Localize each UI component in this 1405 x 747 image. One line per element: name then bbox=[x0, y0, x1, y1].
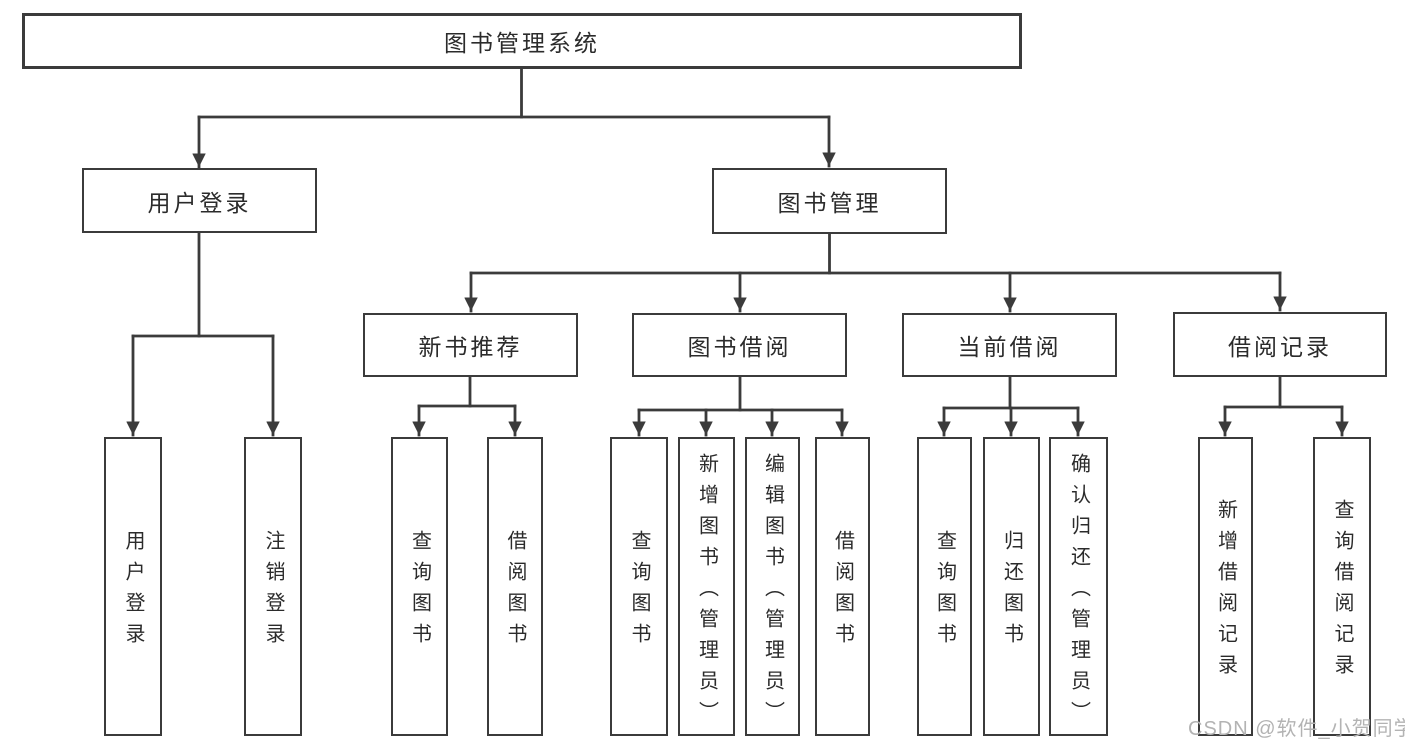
watermark-text: CSDN @软件_小贺同学 bbox=[1188, 718, 1405, 740]
node-new-book-recommend: 新书推荐 bbox=[363, 313, 578, 377]
leaf-borrow-books-recommend: 借阅图书 bbox=[487, 437, 543, 736]
leaf-query-borrow-record: 查询借阅记录 bbox=[1313, 437, 1371, 736]
leaf-borrow-books-recommend-label: 借阅图书 bbox=[504, 530, 526, 654]
leaf-edit-book-admin: 编辑图书（管理员） bbox=[745, 437, 800, 736]
leaf-add-book-admin-label: 新增图书（管理员） bbox=[695, 452, 718, 732]
leaf-user-login: 用户登录 bbox=[104, 437, 162, 736]
node-book-management: 图书管理 bbox=[712, 168, 947, 234]
leaf-add-book-admin: 新增图书（管理员） bbox=[678, 437, 735, 736]
node-user-login: 用户登录 bbox=[82, 168, 317, 233]
leaf-add-borrow-record: 新增借阅记录 bbox=[1198, 437, 1253, 736]
node-book-borrow: 图书借阅 bbox=[632, 313, 847, 377]
leaf-query-books-recommend-label: 查询图书 bbox=[408, 530, 431, 654]
leaf-return-books-label: 归还图书 bbox=[1000, 530, 1023, 654]
leaf-user-login-label: 用户登录 bbox=[122, 530, 144, 654]
leaf-confirm-return-admin: 确认归还（管理员） bbox=[1049, 437, 1108, 736]
leaf-query-books-borrow: 查询图书 bbox=[610, 437, 668, 736]
leaf-query-borrow-record-label: 查询借阅记录 bbox=[1331, 499, 1353, 685]
leaf-edit-book-admin-label: 编辑图书（管理员） bbox=[761, 452, 784, 732]
leaf-query-books-borrow-label: 查询图书 bbox=[628, 530, 650, 654]
leaf-query-books-recommend: 查询图书 bbox=[391, 437, 448, 736]
node-library-management-system: 图书管理系统 bbox=[22, 13, 1022, 69]
leaf-add-borrow-record-label: 新增借阅记录 bbox=[1214, 499, 1237, 685]
leaf-return-books: 归还图书 bbox=[983, 437, 1040, 736]
leaf-query-books-current-label: 查询图书 bbox=[933, 530, 956, 654]
leaf-borrow-books: 借阅图书 bbox=[815, 437, 870, 736]
leaf-logout: 注销登录 bbox=[244, 437, 302, 736]
node-borrow-records: 借阅记录 bbox=[1173, 312, 1387, 377]
leaf-borrow-books-label: 借阅图书 bbox=[831, 530, 854, 654]
leaf-logout-label: 注销登录 bbox=[262, 530, 284, 654]
node-current-borrow: 当前借阅 bbox=[902, 313, 1117, 377]
leaf-query-books-current: 查询图书 bbox=[917, 437, 972, 736]
leaf-confirm-return-admin-label: 确认归还（管理员） bbox=[1067, 452, 1090, 732]
